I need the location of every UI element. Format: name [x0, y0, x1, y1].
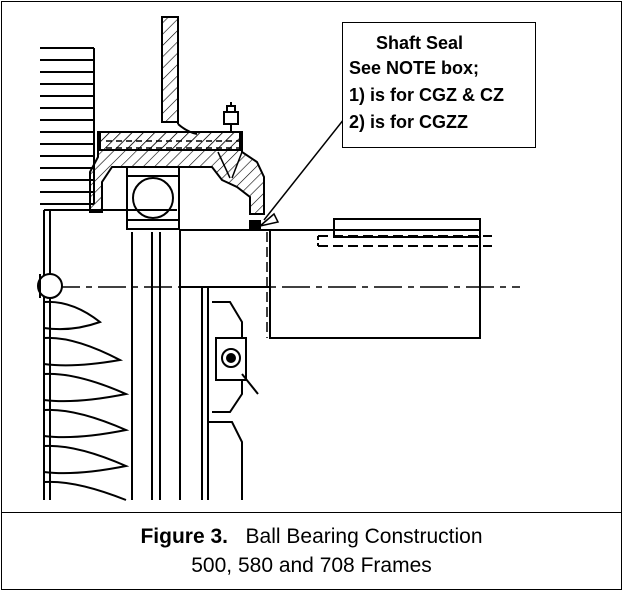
figure-caption: Figure 3. Ball Bearing Construction 500,…	[2, 512, 621, 590]
callout-title: Shaft Seal	[376, 33, 464, 53]
callout-line-1: See NOTE box;	[349, 58, 480, 78]
bearing-cross-section-drawing	[37, 16, 520, 501]
shaft-keyway	[317, 218, 492, 247]
grease-fitting	[217, 102, 243, 179]
figure-title: Ball Bearing Construction	[245, 525, 483, 548]
rotor-end	[37, 273, 63, 299]
ball-bearing	[126, 166, 180, 230]
callout-leader	[259, 113, 349, 227]
shaft-seal-callout-box: Shaft Seal See NOTE box; 1) is for CGZ &…	[342, 22, 536, 148]
callout-line-3: 2) is for CGZZ	[349, 112, 469, 132]
bearing-housing-cap	[89, 131, 265, 215]
motor-shaft	[179, 229, 481, 339]
shaft-seal	[249, 220, 261, 230]
figure-label: Figure 3.	[140, 525, 229, 548]
caption-line-2: 500, 580 and 708 Frames	[191, 554, 432, 577]
lower-cooling-fins	[43, 300, 130, 501]
housing-rib	[161, 16, 198, 135]
callout-line-2: 1) is for CGZ & CZ	[349, 85, 505, 105]
caption-line-1: Figure 3. Ball Bearing Construction	[2, 524, 621, 550]
upper-cooling-fins	[40, 47, 95, 205]
bracket-bolt	[208, 301, 259, 500]
